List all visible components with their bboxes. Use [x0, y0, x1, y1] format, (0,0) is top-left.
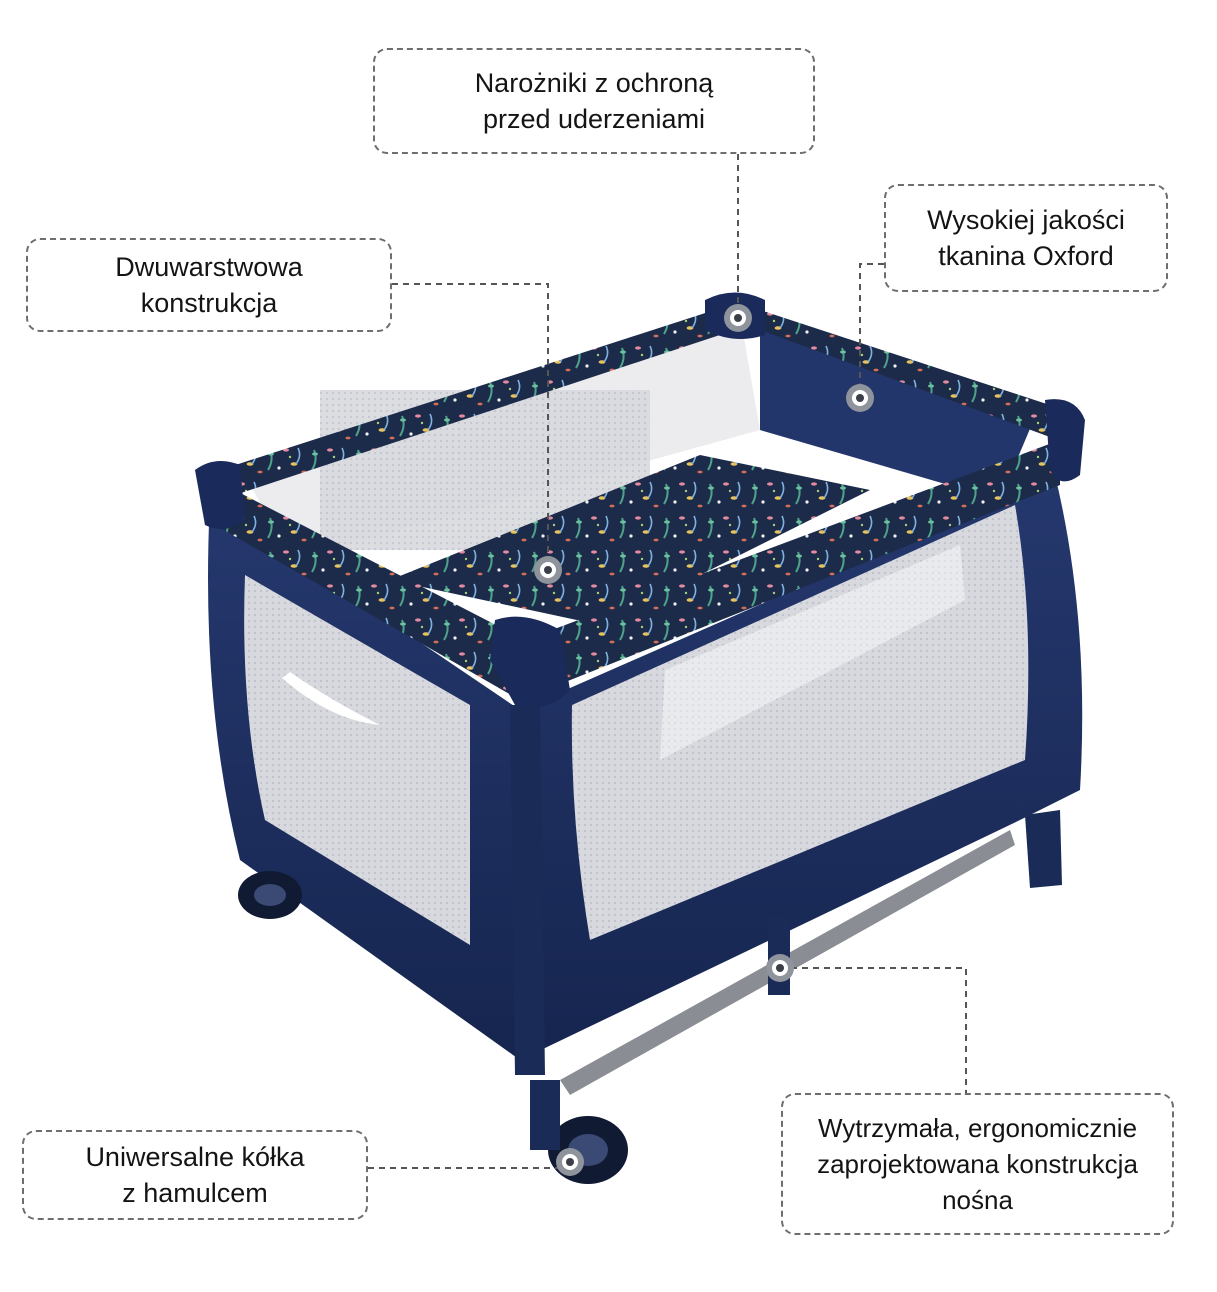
corner-cap-left — [195, 461, 245, 529]
callout-wheels-brake: Uniwersalne kółka z hamulcem — [22, 1130, 368, 1220]
rail-back — [220, 305, 735, 495]
leg-right — [1025, 810, 1062, 888]
crib — [195, 292, 1085, 1184]
back-wall — [760, 320, 1040, 500]
callout-oxford-fabric: Wysokiej jakości tkanina Oxford — [884, 184, 1168, 292]
callout-line: Dwuwarstwowa — [115, 252, 303, 282]
front-right-mesh — [571, 505, 1029, 940]
callout-line: tkanina Oxford — [938, 241, 1114, 271]
wheel-icon — [238, 871, 302, 919]
rail-right — [520, 440, 1060, 700]
marker-dot-icon — [534, 556, 562, 584]
marker-dot-icon — [556, 1148, 584, 1176]
leg-front — [510, 705, 545, 1075]
callout-corner-protection: Narożniki z ochroną przed uderzeniami — [373, 48, 815, 154]
callout-line: Narożniki z ochroną — [474, 68, 714, 98]
callout-line: konstrukcja — [140, 288, 278, 318]
callout-line: Wytrzymała, ergonomicznie — [817, 1113, 1138, 1143]
rail-left — [215, 480, 525, 700]
marker-dots — [534, 304, 874, 1176]
callout-line: nośna — [942, 1185, 1013, 1215]
rail-back-right — [745, 305, 1065, 440]
callout-support-frame: Wytrzymała, ergonomicznie zaprojektowana… — [781, 1093, 1174, 1235]
callout-line: Uniwersalne kółka — [85, 1142, 305, 1172]
marker-dot-icon — [724, 304, 752, 332]
callout-line: zaprojektowana konstrukcja — [817, 1149, 1138, 1179]
callout-line: Wysokiej jakości — [927, 205, 1125, 235]
marker-dot-icon — [846, 384, 874, 412]
callout-double-layer: Dwuwarstwowa konstrukcja — [26, 238, 392, 332]
corner-cap-front — [490, 616, 570, 708]
leader-lines — [368, 154, 967, 1169]
callout-line: z hamulcem — [122, 1178, 268, 1208]
mattress — [390, 455, 870, 625]
callout-line: przed uderzeniami — [482, 104, 706, 134]
marker-dot-icon — [766, 954, 794, 982]
front-left-mesh — [244, 575, 470, 945]
corner-cap-right — [1045, 399, 1085, 482]
